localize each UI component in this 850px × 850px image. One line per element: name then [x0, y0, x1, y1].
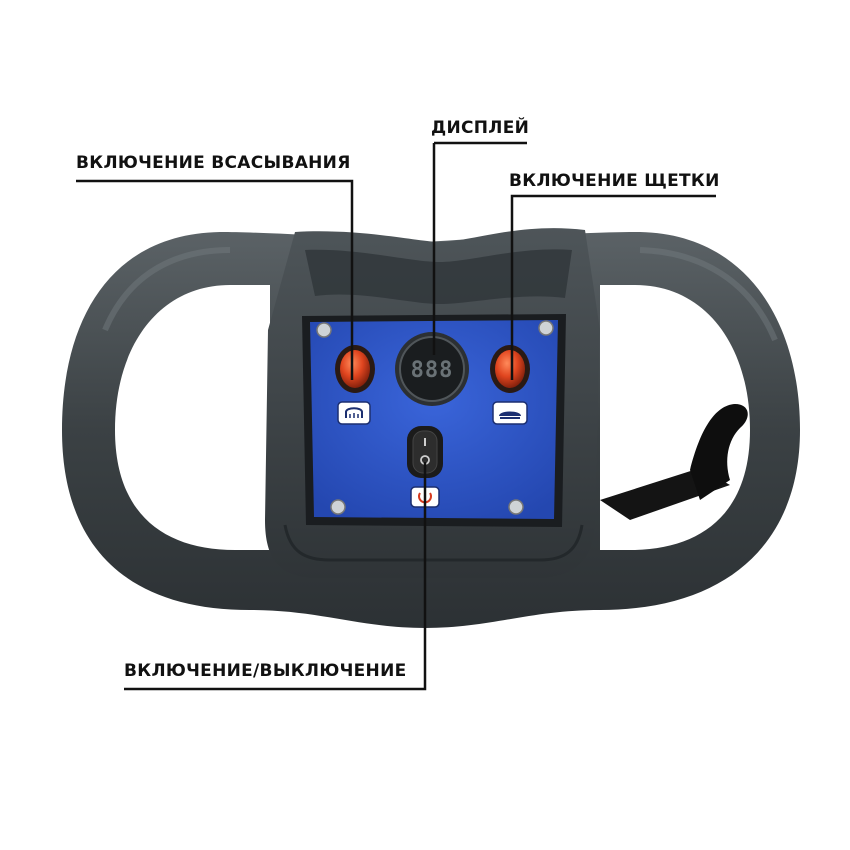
suction-icon [337, 401, 371, 425]
panel-screw [316, 320, 554, 515]
leader-power [124, 462, 427, 691]
leader-brush [510, 194, 716, 380]
suction-button[interactable] [335, 345, 375, 393]
label-power: ВКЛЮЧЕНИЕ/ВЫКЛЮЧЕНИЕ [124, 661, 407, 681]
rocker-switch[interactable] [407, 426, 443, 478]
leader-suction [76, 179, 354, 380]
brush-button[interactable] [490, 345, 530, 393]
display-readout: 888 [411, 358, 454, 383]
digital-display[interactable]: 888 [395, 332, 469, 406]
brush-icon [492, 401, 528, 425]
label-display: ДИСПЛЕЙ [431, 118, 530, 138]
side-lever [600, 404, 748, 520]
leader-lines [76, 141, 716, 691]
label-brush: ВКЛЮЧЕНИЕ ЩЕТКИ [509, 171, 720, 191]
label-suction: ВКЛЮЧЕНИЕ ВСАСЫВАНИЯ [76, 153, 351, 173]
